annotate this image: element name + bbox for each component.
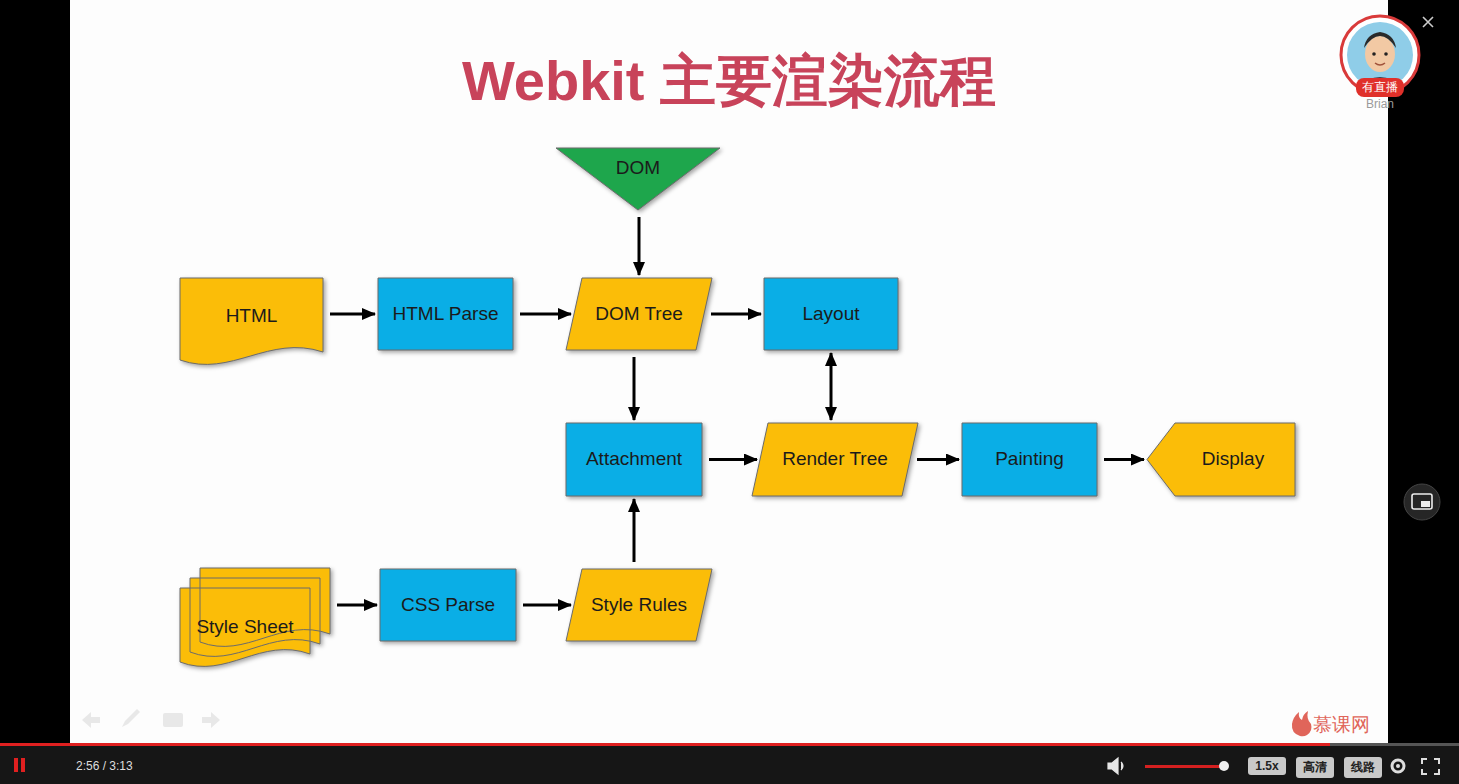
volume-icon xyxy=(1108,758,1123,774)
node-label: Style Rules xyxy=(591,594,687,617)
flow-arrow xyxy=(1104,458,1144,461)
node-outline-path xyxy=(180,278,323,364)
flow-arrow xyxy=(830,353,833,420)
data-parallelogram: DOM Tree xyxy=(566,278,712,350)
route-button: 线路 xyxy=(1344,757,1382,778)
speed-button: 1.5x xyxy=(1248,757,1286,775)
node-text-box: Style Rules xyxy=(566,569,712,641)
node-outline-path xyxy=(1147,423,1295,496)
node-outline-path xyxy=(566,278,712,350)
node-label: Painting xyxy=(995,448,1064,471)
node-label: DOM xyxy=(616,157,660,180)
node-label: Style Sheet xyxy=(196,616,293,639)
flow-arrow xyxy=(633,357,636,420)
presenter-name: Brian xyxy=(1366,97,1394,111)
flow-arrow xyxy=(638,217,641,275)
node-text-box: Attachment xyxy=(566,423,702,496)
data-parallelogram: Style Rules xyxy=(566,569,712,641)
volume-knob xyxy=(1219,761,1229,771)
slide-ground xyxy=(70,0,1388,745)
document-shape: HTML xyxy=(180,278,323,370)
quality-button: 高清 xyxy=(1296,757,1334,778)
node-outline-path xyxy=(764,278,898,350)
node-label: HTML xyxy=(226,305,278,328)
process-box: CSS Parse xyxy=(380,569,516,641)
node-text-box: Render Tree xyxy=(752,423,918,496)
flow-arrow xyxy=(709,458,757,461)
volume-slider xyxy=(1145,765,1225,768)
node-text-box: Painting xyxy=(962,423,1097,496)
node-outline-path xyxy=(180,568,330,666)
node-outline-path xyxy=(962,423,1097,496)
close-icon xyxy=(1423,17,1433,27)
process-box: Attachment xyxy=(566,423,702,496)
process-box: Painting xyxy=(962,423,1097,496)
control-bar xyxy=(0,745,1459,784)
flow-arrow xyxy=(711,313,761,316)
flow-arrow xyxy=(523,604,571,607)
node-outline-path xyxy=(566,423,702,496)
process-box: HTML Parse xyxy=(378,278,513,350)
process-box: Layout xyxy=(764,278,898,350)
node-text-box: DOM Tree xyxy=(566,278,712,350)
flow-arrow xyxy=(330,313,375,316)
flow-arrow xyxy=(337,604,377,607)
stacked-documents: Style Sheet xyxy=(180,568,330,672)
progress-track xyxy=(0,743,1459,746)
node-text-box: DOM xyxy=(556,148,720,210)
display-shape: Display xyxy=(1147,423,1295,496)
slide-toolbar xyxy=(82,709,220,728)
node-label: HTML Parse xyxy=(393,303,499,326)
slide-title: Webkit 主要渲染流程 xyxy=(70,44,1388,120)
node-label: Layout xyxy=(802,303,859,326)
node-label: DOM Tree xyxy=(595,303,683,326)
node-label: CSS Parse xyxy=(401,594,495,617)
watermark: 慕课网 xyxy=(1313,712,1370,738)
node-label: Display xyxy=(1202,448,1264,471)
node-label: Attachment xyxy=(586,448,682,471)
node-label: Render Tree xyxy=(782,448,888,471)
live-badge: 有直播 xyxy=(1356,78,1404,97)
watermark-flame xyxy=(1292,711,1312,736)
flow-arrow xyxy=(917,458,959,461)
settings-icon xyxy=(1392,760,1404,772)
pause-icon xyxy=(14,758,25,772)
flow-arrow xyxy=(520,313,571,316)
data-parallelogram: Render Tree xyxy=(752,423,918,496)
node-text-box: Display xyxy=(1147,423,1295,496)
pip-icon xyxy=(1404,484,1440,520)
node-text-box: CSS Parse xyxy=(380,569,516,641)
node-outline-path xyxy=(380,569,516,641)
node-outline-path xyxy=(378,278,513,350)
node-text-box: Layout xyxy=(764,278,898,350)
node-text-box: Style Sheet xyxy=(180,568,330,672)
node-text-box: HTML Parse xyxy=(378,278,513,350)
node-text-box: HTML xyxy=(180,278,323,370)
flow-arrow xyxy=(633,499,636,562)
progress-fill xyxy=(0,743,1330,746)
node-outline-path xyxy=(752,423,918,496)
node-outline-path xyxy=(556,148,720,210)
playback-time: 2:56 / 3:13 xyxy=(76,759,133,773)
dom-triangle: DOM xyxy=(556,148,720,210)
fullscreen-icon xyxy=(1422,759,1439,774)
node-outline-path xyxy=(566,569,712,641)
